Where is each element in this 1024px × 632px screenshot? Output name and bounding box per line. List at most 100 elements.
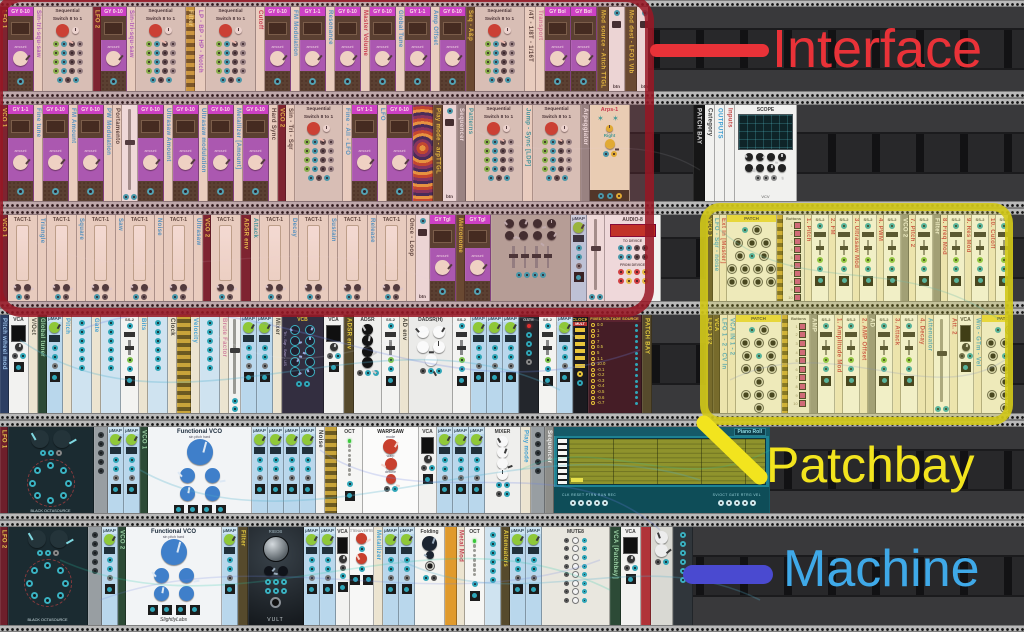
port[interactable] bbox=[564, 597, 569, 603]
button[interactable] bbox=[640, 20, 648, 28]
port[interactable] bbox=[633, 268, 640, 275]
mute-button[interactable] bbox=[572, 545, 579, 553]
knob[interactable] bbox=[432, 325, 445, 338]
port[interactable] bbox=[762, 175, 769, 181]
port[interactable] bbox=[484, 67, 491, 74]
knob[interactable] bbox=[48, 155, 65, 170]
ss2-module[interactable]: SS-2 bbox=[996, 215, 1008, 301]
output-port[interactable] bbox=[270, 484, 281, 494]
port[interactable] bbox=[217, 187, 224, 195]
output-port[interactable] bbox=[625, 574, 636, 584]
port[interactable] bbox=[503, 174, 510, 181]
label-strip[interactable]: Att. 2 bbox=[950, 315, 958, 413]
mute-button[interactable] bbox=[572, 536, 579, 544]
port[interactable] bbox=[384, 293, 391, 300]
port[interactable] bbox=[525, 349, 532, 356]
port[interactable] bbox=[662, 558, 669, 565]
port[interactable] bbox=[218, 293, 225, 300]
port[interactable] bbox=[491, 344, 498, 351]
knob[interactable] bbox=[505, 322, 517, 333]
mute-button[interactable] bbox=[572, 562, 579, 570]
port[interactable] bbox=[499, 156, 506, 163]
port[interactable] bbox=[206, 346, 213, 353]
port[interactable] bbox=[403, 565, 410, 572]
port[interactable] bbox=[147, 187, 154, 195]
port[interactable] bbox=[311, 147, 318, 154]
output-port[interactable] bbox=[422, 474, 433, 484]
port[interactable] bbox=[206, 328, 213, 335]
port[interactable] bbox=[182, 187, 189, 195]
label-strip[interactable]: LFO 2 bbox=[0, 527, 8, 625]
output-port[interactable] bbox=[337, 582, 348, 592]
port[interactable] bbox=[679, 558, 686, 565]
port[interactable] bbox=[239, 67, 246, 74]
label-strip[interactable]: FM Modulation bbox=[291, 7, 300, 91]
label-strip[interactable]: Metallizer [Amount] bbox=[234, 105, 243, 201]
label-strip[interactable]: Cutoff bbox=[256, 7, 265, 91]
port[interactable] bbox=[334, 352, 341, 359]
port[interactable] bbox=[549, 147, 556, 154]
slider-module[interactable] bbox=[587, 215, 605, 301]
port[interactable] bbox=[748, 253, 755, 259]
label-strip[interactable]: VCO 1 bbox=[0, 105, 8, 201]
knob[interactable] bbox=[528, 534, 540, 545]
port[interactable] bbox=[319, 165, 326, 172]
port[interactable] bbox=[34, 492, 42, 500]
port[interactable] bbox=[489, 576, 496, 583]
port[interactable] bbox=[549, 156, 556, 163]
port[interactable] bbox=[288, 474, 295, 481]
output-port[interactable] bbox=[259, 372, 270, 382]
output-port[interactable] bbox=[846, 375, 856, 386]
knob[interactable] bbox=[149, 24, 167, 44]
label-strip[interactable]: LP - BP - HP - Notch bbox=[195, 7, 206, 91]
port[interactable] bbox=[541, 165, 548, 172]
port[interactable] bbox=[256, 465, 263, 472]
port[interactable] bbox=[623, 564, 630, 571]
umap-mapper-module[interactable]: µMAP bbox=[124, 427, 140, 513]
port[interactable] bbox=[157, 76, 164, 83]
port[interactable] bbox=[439, 287, 446, 295]
port[interactable] bbox=[101, 293, 108, 300]
knob[interactable] bbox=[342, 284, 351, 291]
port[interactable] bbox=[11, 352, 18, 359]
knob[interactable] bbox=[385, 534, 397, 545]
button[interactable] bbox=[794, 269, 802, 277]
output-port[interactable] bbox=[270, 597, 281, 608]
label-strip[interactable]: LFO - Sqr - noise bbox=[713, 215, 720, 301]
port[interactable] bbox=[126, 366, 133, 372]
label-strip[interactable]: PW Modulation bbox=[104, 105, 113, 201]
port[interactable] bbox=[239, 40, 246, 47]
label-strip[interactable] bbox=[445, 527, 457, 625]
mixer-module[interactable] bbox=[491, 215, 571, 301]
port[interactable] bbox=[523, 271, 530, 278]
mute8-module[interactable]: MUTE8 bbox=[542, 527, 610, 625]
port[interactable] bbox=[641, 268, 648, 275]
port[interactable] bbox=[62, 293, 69, 300]
slider[interactable] bbox=[887, 239, 897, 255]
port[interactable] bbox=[564, 537, 569, 543]
slider[interactable] bbox=[124, 109, 135, 190]
output-port[interactable] bbox=[473, 372, 484, 382]
port[interactable] bbox=[56, 76, 63, 83]
port[interactable] bbox=[17, 187, 24, 195]
port[interactable] bbox=[499, 147, 506, 154]
port[interactable] bbox=[575, 253, 582, 260]
label-strip[interactable]: Ext In [Master] bbox=[720, 215, 727, 301]
port[interactable] bbox=[91, 531, 98, 538]
port[interactable] bbox=[261, 344, 268, 351]
slider[interactable] bbox=[879, 339, 889, 355]
port[interactable] bbox=[346, 481, 353, 488]
piano-keys[interactable] bbox=[557, 438, 568, 485]
port[interactable] bbox=[457, 474, 464, 481]
knob[interactable] bbox=[432, 340, 445, 353]
port[interactable] bbox=[741, 499, 748, 506]
port[interactable] bbox=[78, 337, 85, 344]
port[interactable] bbox=[615, 192, 622, 199]
port[interactable] bbox=[76, 58, 83, 65]
port[interactable] bbox=[226, 293, 233, 300]
